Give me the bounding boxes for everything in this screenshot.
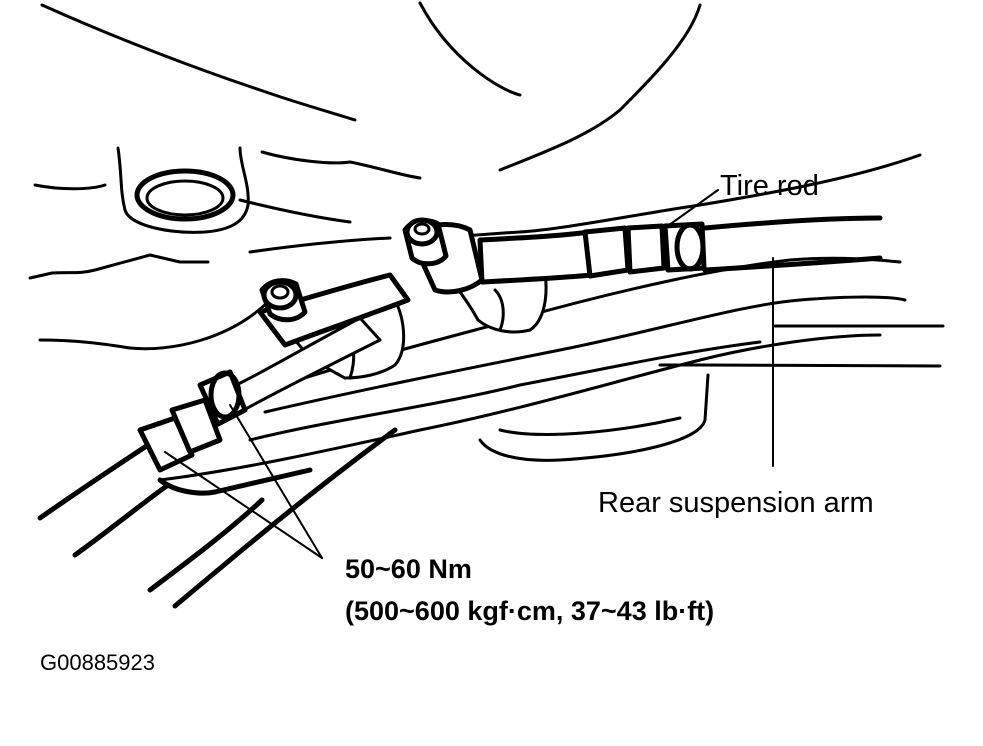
torque-value-label: 50~60 Nm [345,554,472,584]
leader-lines [164,189,774,559]
lower-lock-nut-2 [169,397,223,455]
torque-conversion-label: (500~600 kgf·cm, 37~43 lb·ft) [345,596,714,626]
torque-leader-2 [229,404,323,559]
upper-lock-nut-2 [625,223,667,275]
tire-rod-label: Tire rod [720,170,819,202]
figure-code-label: G00885923 [40,650,155,675]
upper-lock-nut-1 [582,225,631,279]
torque-leader-1 [164,451,323,559]
body-panel-outline [28,1,922,351]
tire-rod-leader [664,189,719,229]
rear-suspension-arm-label: Rear suspension arm [598,487,874,519]
upper-tire-rod [402,215,883,295]
body-grommet [116,146,250,234]
